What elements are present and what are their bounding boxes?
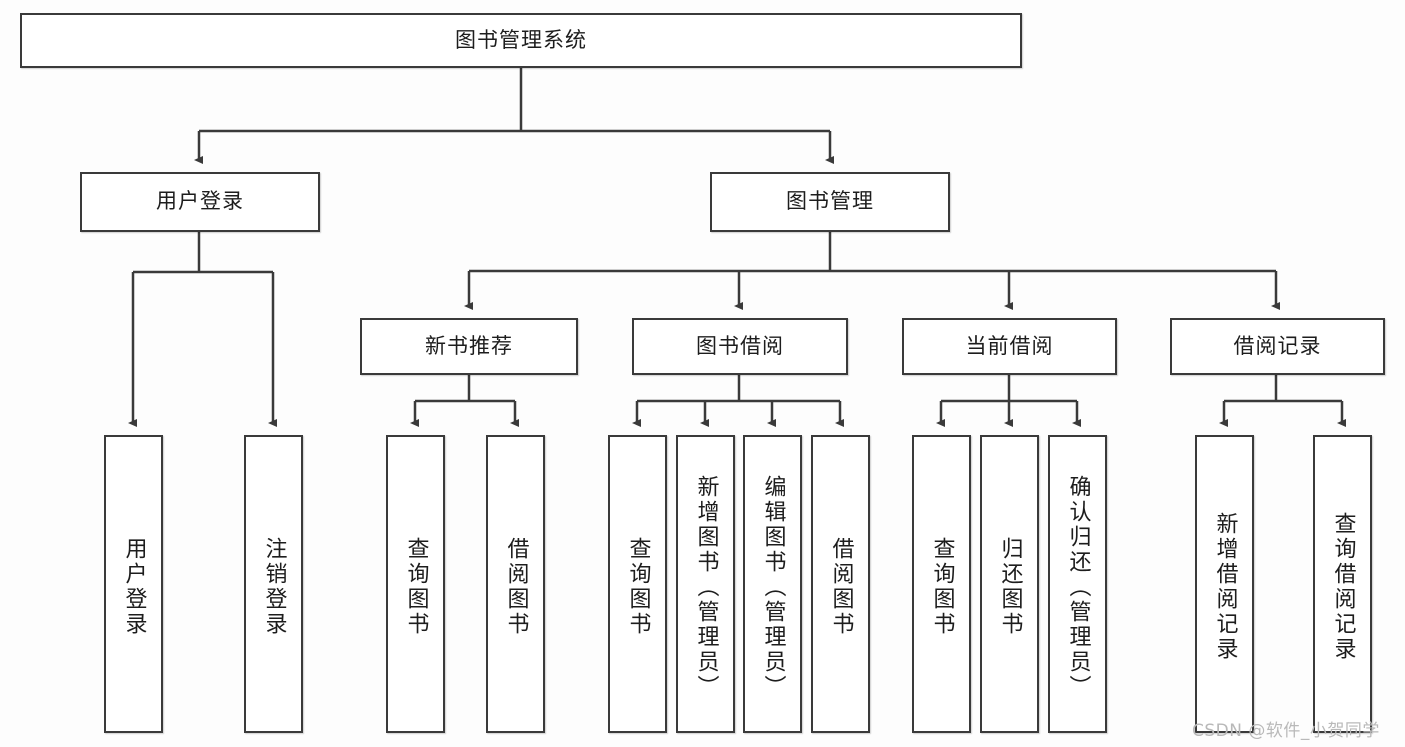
- leaf-query-book-1-label: 查询图书: [403, 537, 429, 637]
- leaf-edit-book-label: 编辑图书（管理员）: [760, 474, 786, 700]
- node-book-manage[interactable]: 图书管理: [710, 172, 950, 232]
- node-borrow-record-label: 借阅记录: [1233, 333, 1322, 358]
- leaf-query-record[interactable]: 查询借阅记录: [1313, 435, 1372, 733]
- node-borrow-record[interactable]: 借阅记录: [1170, 318, 1385, 375]
- leaf-add-record[interactable]: 新增借阅记录: [1195, 435, 1254, 733]
- node-book-borrow[interactable]: 图书借阅: [632, 318, 848, 375]
- leaf-add-book-label: 新增图书（管理员）: [693, 474, 719, 700]
- node-book-borrow-label: 图书借阅: [696, 333, 784, 358]
- node-user-login-label: 用户登录: [156, 189, 244, 214]
- node-root-label: 图书管理系统: [455, 27, 587, 52]
- leaf-query-book-1[interactable]: 查询图书: [386, 435, 445, 733]
- leaf-return-book[interactable]: 归还图书: [980, 435, 1039, 733]
- leaf-return-book-label: 归还图书: [997, 537, 1023, 637]
- leaf-borrow-book-1-label: 借阅图书: [503, 537, 529, 637]
- leaf-query-book-2[interactable]: 查询图书: [608, 435, 667, 733]
- node-root[interactable]: 图书管理系统: [20, 13, 1022, 68]
- leaf-borrow-book-2[interactable]: 借阅图书: [811, 435, 870, 733]
- node-user-login[interactable]: 用户登录: [80, 172, 320, 232]
- leaf-add-book[interactable]: 新增图书（管理员）: [676, 435, 735, 733]
- leaf-query-book-3[interactable]: 查询图书: [912, 435, 971, 733]
- leaf-logout-label: 注销登录: [261, 537, 287, 637]
- leaf-edit-book[interactable]: 编辑图书（管理员）: [743, 435, 802, 733]
- csdn-watermark: CSDN @软件_小贺同学: [1192, 721, 1380, 741]
- node-current-borrow[interactable]: 当前借阅: [902, 318, 1117, 375]
- node-book-manage-label: 图书管理: [786, 189, 874, 214]
- leaf-borrow-book-1[interactable]: 借阅图书: [486, 435, 545, 733]
- leaf-logout[interactable]: 注销登录: [244, 435, 303, 733]
- node-current-borrow-label: 当前借阅: [965, 333, 1054, 358]
- node-new-book-rec-label: 新书推荐: [425, 333, 513, 358]
- leaf-confirm-return-label: 确认归还（管理员）: [1065, 474, 1091, 700]
- leaf-confirm-return[interactable]: 确认归还（管理员）: [1048, 435, 1107, 733]
- leaf-user-login-label: 用户登录: [121, 537, 147, 637]
- leaf-user-login[interactable]: 用户登录: [104, 435, 163, 733]
- leaf-add-record-label: 新增借阅记录: [1212, 512, 1238, 662]
- leaf-query-book-2-label: 查询图书: [625, 537, 651, 637]
- leaf-query-record-label: 查询借阅记录: [1330, 512, 1356, 662]
- node-new-book-rec[interactable]: 新书推荐: [360, 318, 578, 375]
- leaf-query-book-3-label: 查询图书: [929, 537, 955, 637]
- leaf-borrow-book-2-label: 借阅图书: [828, 537, 854, 637]
